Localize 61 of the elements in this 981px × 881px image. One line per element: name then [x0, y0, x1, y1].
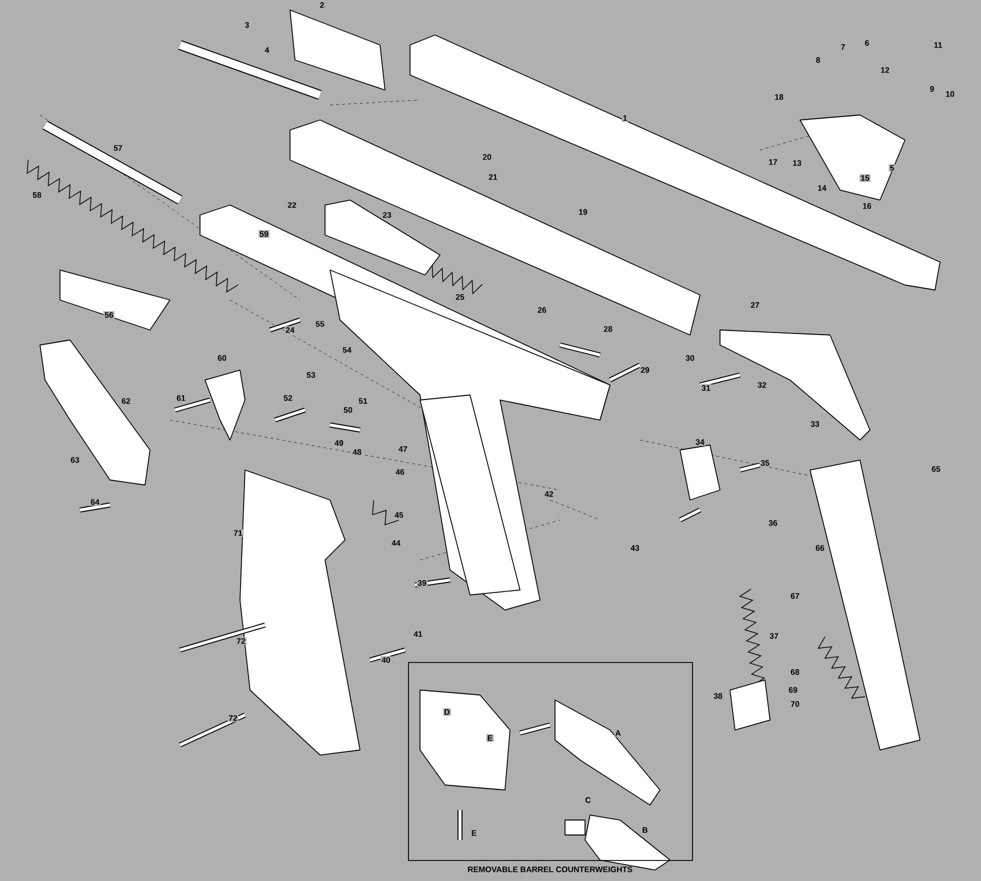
- callout-number: 67: [790, 592, 800, 600]
- callout-number: 36: [768, 519, 778, 527]
- callout-number: 63: [70, 456, 80, 464]
- callout-number: 53: [306, 371, 316, 379]
- callout-number: 21: [488, 173, 498, 181]
- callout-number: 24: [284, 326, 296, 334]
- callout-number: 37: [768, 632, 780, 640]
- callout-number: 54: [342, 346, 352, 354]
- callout-number: 62: [120, 397, 132, 405]
- callout-number: 39: [416, 579, 428, 587]
- callout-number: 35: [760, 459, 770, 467]
- callout-number: 52: [282, 394, 294, 402]
- callout-number: 34: [694, 438, 706, 446]
- callout-number: 48: [352, 448, 362, 456]
- callout-number: 13: [792, 159, 802, 167]
- callout-number: 49: [334, 439, 344, 447]
- callout-number: 32: [756, 381, 768, 389]
- callout-number: 16: [862, 202, 872, 210]
- callout-number: 43: [630, 544, 640, 552]
- callout-number: 50: [342, 406, 354, 414]
- inset-caption: REMOVABLE BARREL COUNTERWEIGHTS: [468, 866, 632, 872]
- callout-number: 11: [932, 41, 944, 49]
- callout-number: 66: [814, 544, 826, 552]
- callout-number: 46: [394, 468, 406, 476]
- callout-number: 58: [32, 191, 42, 199]
- callout-number: 38: [712, 692, 724, 700]
- callout-number: 18: [774, 93, 784, 101]
- callout-number: 22: [286, 201, 298, 209]
- callout-number: 61: [176, 394, 186, 402]
- callout-letter: C: [584, 796, 592, 804]
- callout-number: 40: [380, 656, 392, 664]
- callout-number: 68: [790, 668, 800, 676]
- callout-number: 23: [382, 211, 392, 219]
- callout-number: 72: [236, 637, 246, 645]
- callout-number: 57: [112, 144, 124, 152]
- callout-number: 33: [810, 420, 820, 428]
- callout-number: 59: [258, 230, 270, 238]
- callout-number: 19: [578, 208, 588, 216]
- callout-number: 26: [536, 306, 548, 314]
- callout-number: 12: [880, 66, 890, 74]
- callout-number: 30: [684, 354, 696, 362]
- callout-number: 27: [750, 301, 760, 309]
- callout-number: 25: [454, 293, 466, 301]
- callout-number: 51: [358, 397, 368, 405]
- callout-number: 55: [314, 320, 326, 328]
- callout-number: 31: [700, 384, 712, 392]
- inset-box: [408, 662, 693, 861]
- callout-number: 20: [482, 153, 492, 161]
- callout-number: 10: [944, 90, 956, 98]
- callout-number: 45: [394, 511, 404, 519]
- callout-number: 65: [930, 465, 942, 473]
- callout-number: 29: [640, 366, 650, 374]
- callout-number: 28: [602, 325, 614, 333]
- callout-number: 15: [860, 174, 870, 182]
- callout-number: 64: [90, 498, 100, 506]
- callout-number: 70: [790, 700, 800, 708]
- callout-number: 69: [788, 686, 798, 694]
- callout-number: 56: [104, 311, 114, 319]
- callout-number: 60: [216, 354, 228, 362]
- callout-number: 42: [544, 490, 554, 498]
- callout-number: 72: [228, 714, 238, 722]
